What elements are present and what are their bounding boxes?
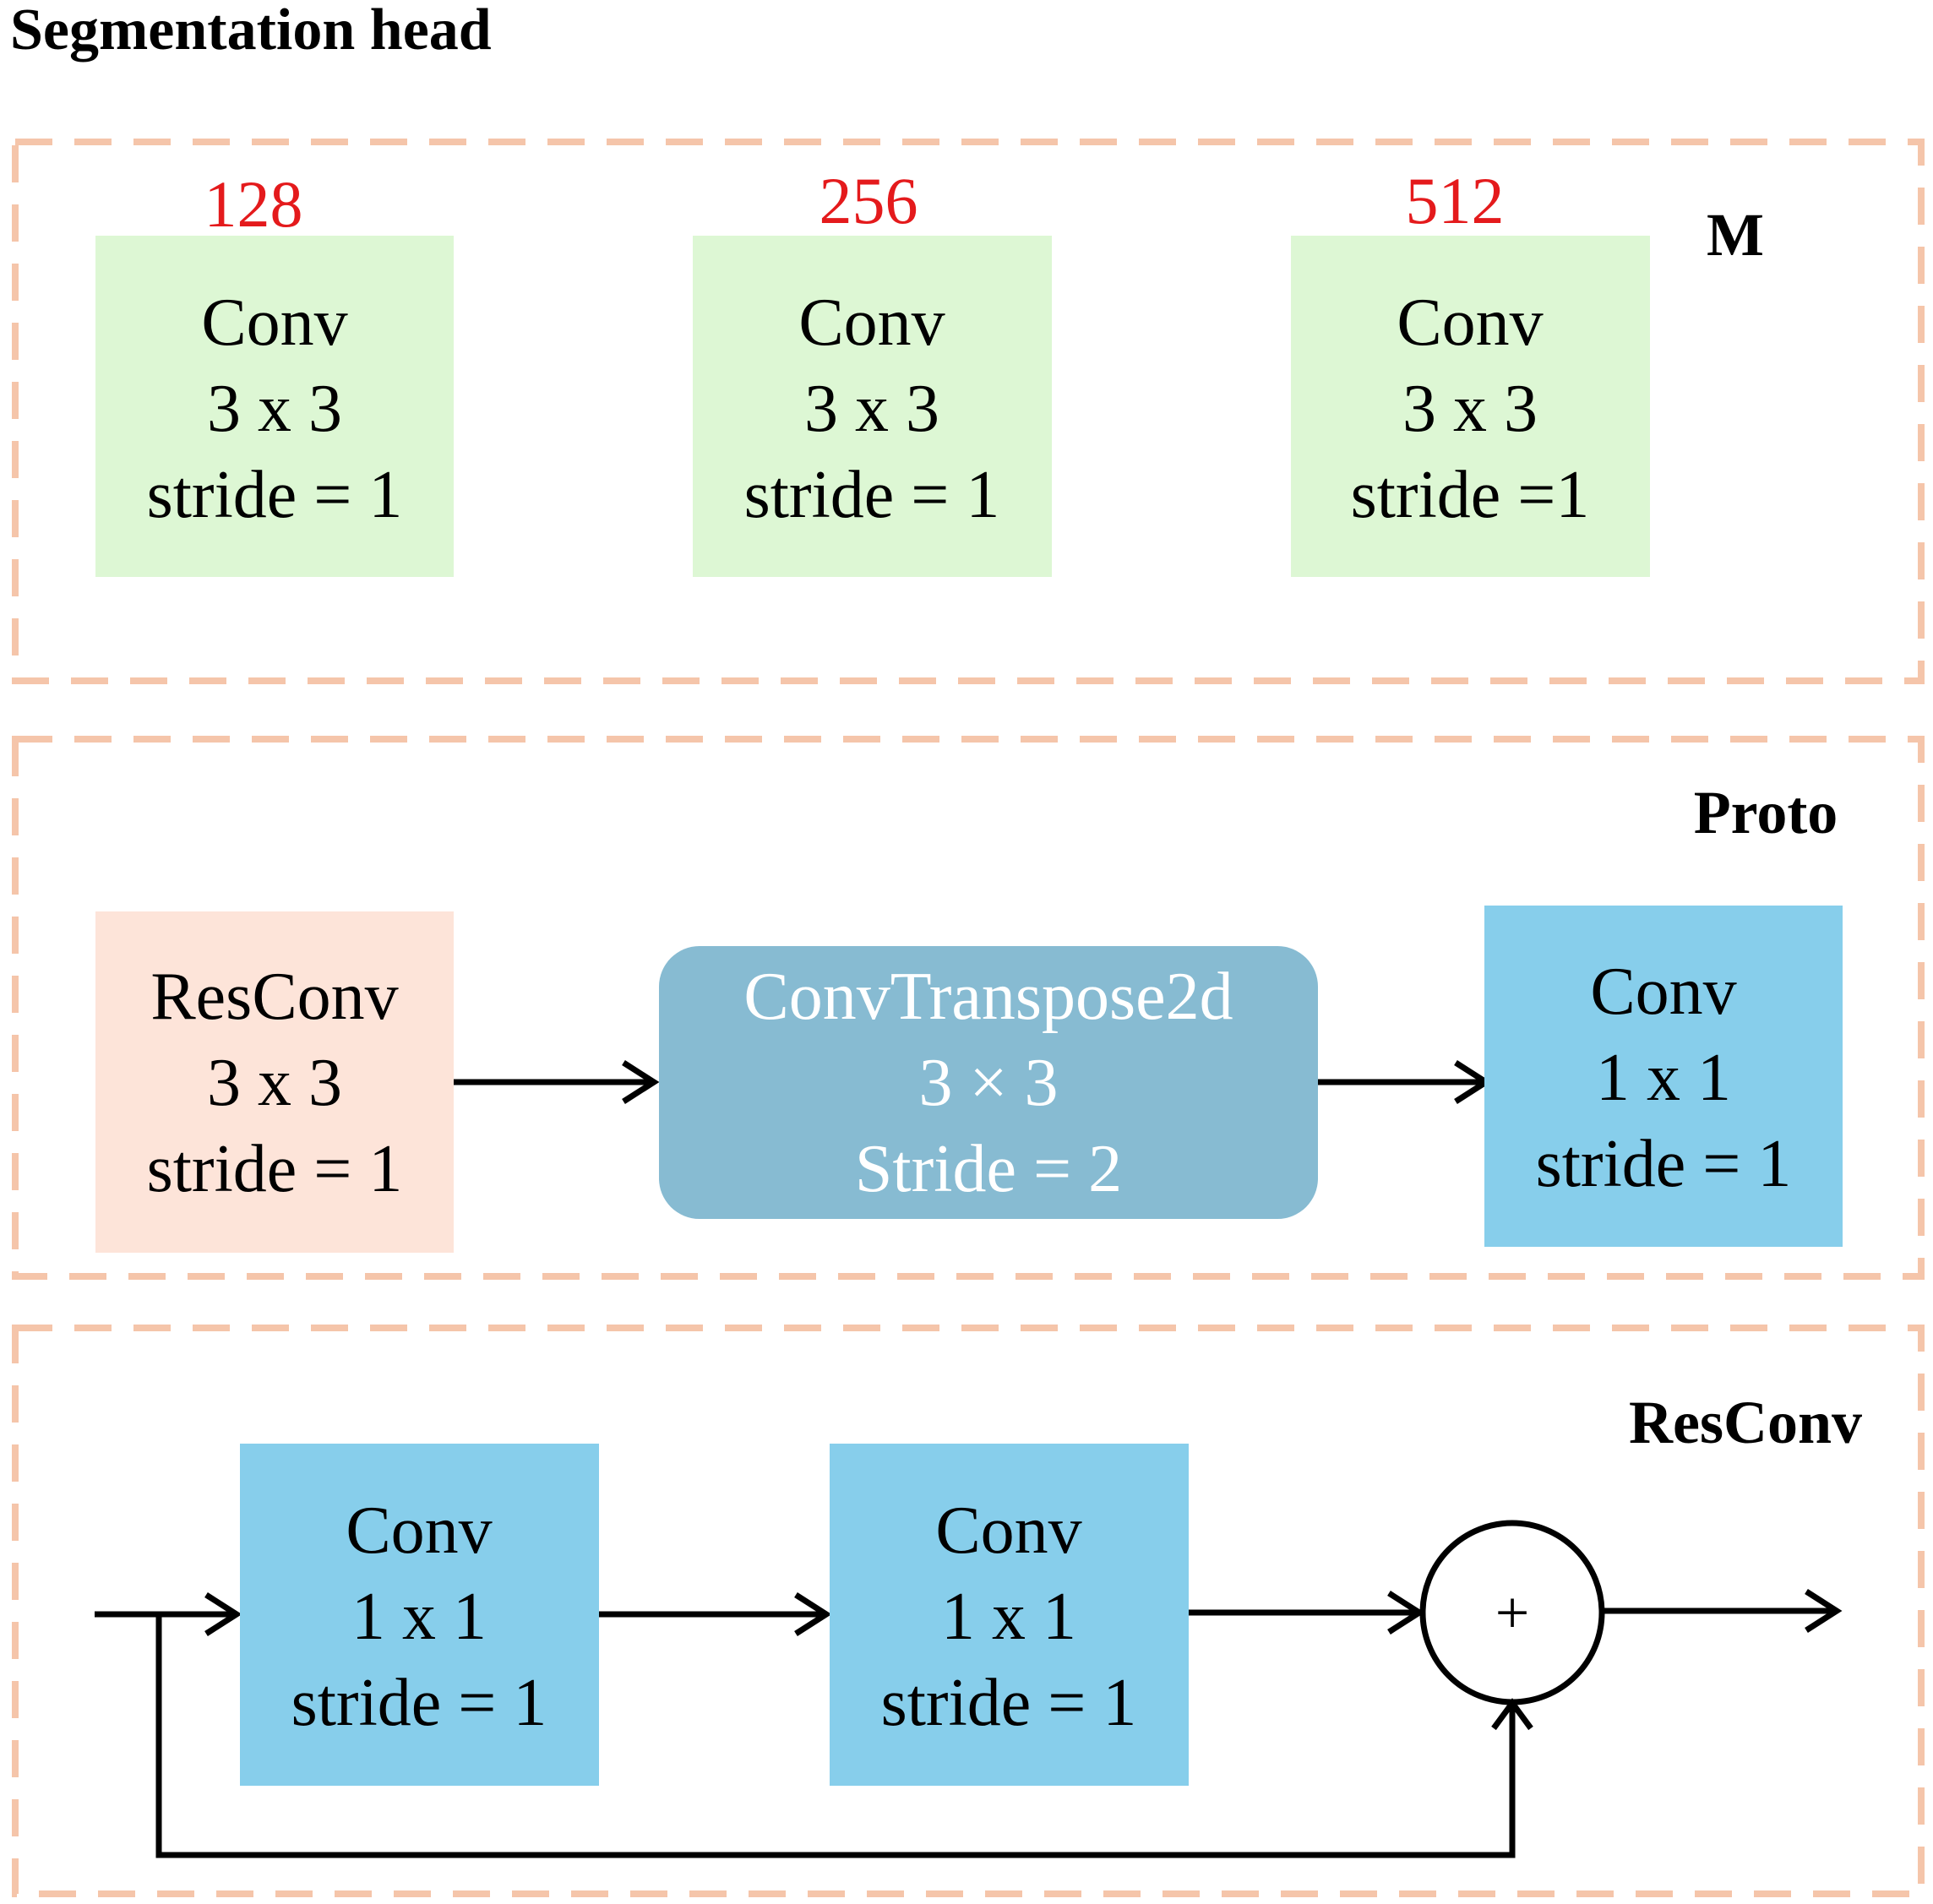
resconv-conv-2-line3: stride = 1 bbox=[881, 1666, 1137, 1740]
proto-resconv-block: ResConv 3 x 3 stride = 1 bbox=[95, 911, 454, 1253]
resconv-conv-2-line1: Conv bbox=[935, 1493, 1081, 1568]
m-conv-block-1: 128 Conv 3 x 3 stride = 1 bbox=[95, 167, 454, 577]
m-channel-label-1: 128 bbox=[204, 167, 303, 241]
m-conv-2-line1: Conv bbox=[798, 286, 945, 360]
section-proto-label: Proto bbox=[1694, 779, 1838, 846]
m-conv-3-line3: stride =1 bbox=[1351, 458, 1590, 532]
proto-convtranspose-line2: 3 × 3 bbox=[918, 1046, 1058, 1120]
proto-resconv-rect bbox=[95, 911, 454, 1253]
m-conv-1-line2: 3 x 3 bbox=[207, 372, 342, 446]
m-channel-label-3: 512 bbox=[1406, 164, 1505, 237]
m-conv-rect-1 bbox=[95, 236, 454, 577]
m-conv-1-line1: Conv bbox=[201, 286, 347, 360]
resconv-conv-1-line3: stride = 1 bbox=[291, 1666, 547, 1740]
resconv-input-arrow bbox=[95, 1592, 242, 1636]
section-proto-border bbox=[12, 736, 1925, 1280]
proto-convtranspose-line3: Stride = 2 bbox=[855, 1132, 1122, 1206]
resconv-conv-block-1: Conv 1 x 1 stride = 1 bbox=[240, 1444, 599, 1786]
resconv-conv-2-line2: 1 x 1 bbox=[941, 1580, 1076, 1654]
resconv-conv-rect-1 bbox=[240, 1444, 599, 1786]
m-conv-3-line2: 3 x 3 bbox=[1402, 372, 1538, 446]
proto-convtranspose-line1: ConvTranspose2d bbox=[743, 960, 1233, 1034]
section-resconv: ResConv Conv 1 x 1 stride = 1 Conv 1 x 1… bbox=[12, 1325, 1925, 1897]
diagram-title: Segmentation head bbox=[10, 0, 492, 63]
m-conv-1-line3: stride = 1 bbox=[147, 458, 403, 532]
m-conv-rect-3 bbox=[1291, 236, 1650, 577]
resconv-arrow-2 bbox=[1189, 1591, 1425, 1635]
resconv-sum-node: + bbox=[1419, 1520, 1605, 1705]
proto-convtranspose-block: ConvTranspose2d 3 × 3 Stride = 2 bbox=[659, 946, 1318, 1219]
proto-resconv-line3: stride = 1 bbox=[147, 1132, 403, 1206]
proto-arrow-1 bbox=[454, 1060, 660, 1104]
plus-icon: + bbox=[1495, 1579, 1530, 1646]
section-m-label: M bbox=[1707, 201, 1764, 269]
proto-resconv-line1: ResConv bbox=[150, 960, 398, 1034]
proto-convtranspose-rect bbox=[659, 946, 1318, 1219]
resconv-arrow-1 bbox=[599, 1592, 832, 1636]
section-m: M 128 Conv 3 x 3 stride = 1 256 Conv 3 x… bbox=[12, 139, 1925, 684]
resconv-skip-connection bbox=[155, 1614, 1533, 1858]
proto-resconv-line2: 3 x 3 bbox=[207, 1046, 342, 1120]
resconv-conv-block-2: Conv 1 x 1 stride = 1 bbox=[830, 1444, 1189, 1786]
proto-conv-line1: Conv bbox=[1590, 955, 1736, 1029]
m-conv-block-3: 512 Conv 3 x 3 stride =1 bbox=[1291, 164, 1650, 577]
proto-conv-block: Conv 1 x 1 stride = 1 bbox=[1484, 906, 1843, 1247]
section-proto: Proto ResConv 3 x 3 stride = 1 ConvTrans… bbox=[12, 736, 1925, 1280]
resconv-conv-1-line1: Conv bbox=[346, 1493, 492, 1568]
m-conv-2-line3: stride = 1 bbox=[744, 458, 1000, 532]
m-conv-2-line2: 3 x 3 bbox=[804, 372, 939, 446]
section-m-border bbox=[12, 139, 1925, 684]
m-conv-3-line1: Conv bbox=[1397, 286, 1543, 360]
proto-conv-line3: stride = 1 bbox=[1536, 1127, 1792, 1201]
m-conv-block-2: 256 Conv 3 x 3 stride = 1 bbox=[693, 164, 1052, 577]
proto-conv-line2: 1 x 1 bbox=[1596, 1041, 1731, 1115]
resconv-output-arrow bbox=[1602, 1589, 1843, 1633]
section-resconv-border bbox=[12, 1325, 1925, 1897]
resconv-conv-1-line2: 1 x 1 bbox=[351, 1580, 487, 1654]
section-resconv-label: ResConv bbox=[1629, 1389, 1862, 1456]
resconv-conv-rect-2 bbox=[830, 1444, 1189, 1786]
proto-arrow-2 bbox=[1318, 1060, 1492, 1104]
proto-conv-rect bbox=[1484, 906, 1843, 1247]
m-channel-label-2: 256 bbox=[819, 164, 918, 237]
m-conv-rect-2 bbox=[693, 236, 1052, 577]
